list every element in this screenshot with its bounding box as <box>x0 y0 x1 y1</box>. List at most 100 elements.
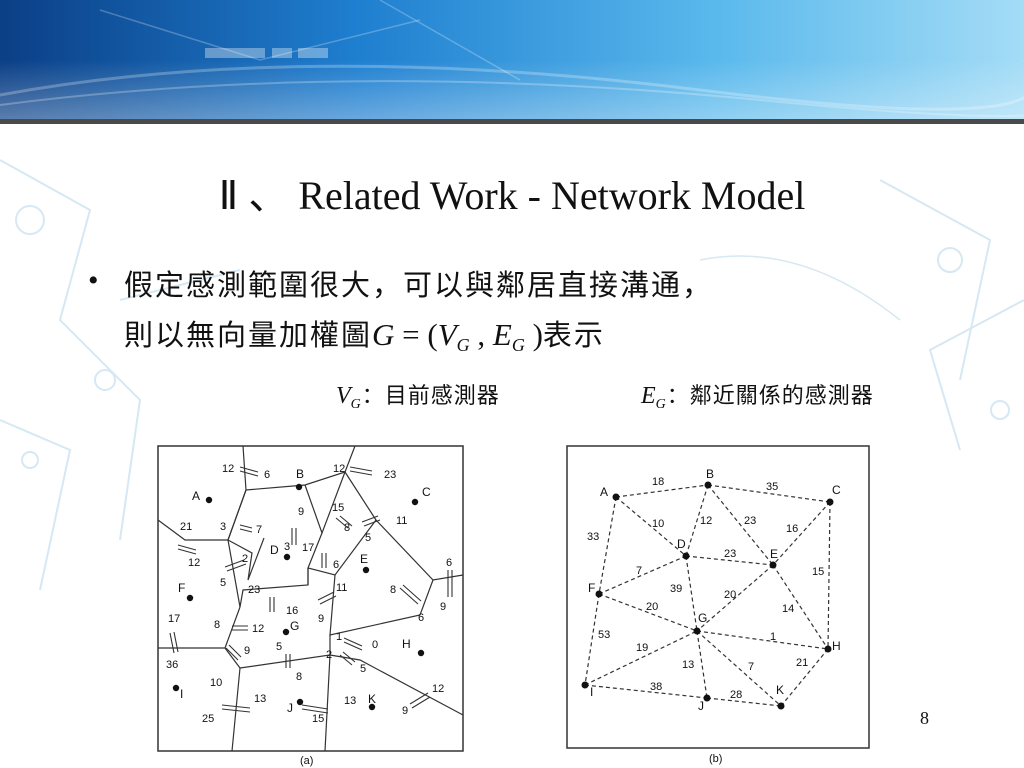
node-i-label: I <box>590 685 593 699</box>
node-f-label: F <box>588 581 595 595</box>
edge-weight: 33 <box>587 531 599 543</box>
node-b-label: B <box>706 467 714 481</box>
edge-weight: 10 <box>652 518 664 530</box>
edge-weight: 12 <box>700 515 712 527</box>
edge-weight: 39 <box>670 583 682 595</box>
edge-label: 8 <box>390 584 396 596</box>
figure-b-node-labels: A B C D E F G H I J K <box>588 467 841 713</box>
edge-weight: 35 <box>766 481 778 493</box>
edge-label: 9 <box>244 645 250 657</box>
edge-weight: 18 <box>652 476 664 488</box>
edge-label: 1 <box>336 631 342 643</box>
edge-label: 11 <box>336 582 347 594</box>
edge-label: 9 <box>402 705 408 717</box>
node-d-label: D <box>677 537 686 551</box>
figure-b-caption: (b) <box>709 753 722 765</box>
edge-weight: 7 <box>636 565 642 577</box>
edge-label: 13 <box>254 693 266 705</box>
edge-label: 12 <box>188 557 200 569</box>
edge-label: 15 <box>332 502 344 514</box>
edge-label: 6 <box>264 469 270 481</box>
edge-label: 13 <box>344 695 356 707</box>
edge-label: 23 <box>384 469 396 481</box>
edge-label: 9 <box>440 601 446 613</box>
edge-label: 36 <box>166 659 178 671</box>
edge-label: 23 <box>248 584 260 596</box>
math-close: ) <box>524 317 543 352</box>
node-b-label: B <box>296 467 304 481</box>
edge-label: 21 <box>180 521 192 533</box>
edge-label: 6 <box>446 557 452 569</box>
edge-weight: 20 <box>646 601 658 613</box>
edge-weight: 28 <box>730 689 742 701</box>
node-f-label: F <box>178 581 185 595</box>
figure-a-nodes <box>172 483 425 711</box>
node-g-label: G <box>290 619 299 633</box>
edge-label: 17 <box>302 542 314 554</box>
edge-label: 9 <box>318 613 324 625</box>
math-e-sub: G <box>511 335 525 355</box>
note-vg-sub: G <box>350 397 362 412</box>
math-eq: = ( <box>394 317 438 352</box>
math-comma: , <box>469 317 493 352</box>
figure-b-edges <box>584 484 831 707</box>
edge-weight: 7 <box>748 661 754 673</box>
note-eg-text: ：鄰近關係的感測器 <box>666 384 874 409</box>
slide-title: Ⅱ 、 Related Work - Network Model <box>218 173 806 218</box>
figure-b-frame <box>566 445 870 749</box>
note-vg-text: ：目前感測器 <box>361 384 500 409</box>
math-e: E <box>492 317 512 352</box>
bullet-line2-prefix: 則以無向量加權圖 <box>124 318 373 352</box>
note-vg-symbol: V <box>336 383 351 409</box>
figure-a-arrows <box>169 466 453 714</box>
node-a-label: A <box>600 485 608 499</box>
figure-a-node-labels: A B C D E F G H I J K <box>178 467 431 715</box>
figure-b-nodes <box>581 481 834 710</box>
edge-label: 8 <box>214 619 220 631</box>
edge-weight: 13 <box>682 659 694 671</box>
edge-label: 7 <box>256 524 262 536</box>
edge-label: 0 <box>372 639 378 651</box>
math-g: G <box>372 317 395 352</box>
note-vg: VG：目前感測器 <box>336 378 500 413</box>
edge-label: 2 <box>242 553 248 565</box>
node-i-label: I <box>180 687 183 701</box>
edge-label: 3 <box>220 521 226 533</box>
node-j-label: J <box>698 699 704 713</box>
bullet-text-line2: 則以無向量加權圖G = (VG , EG )表示 <box>124 312 605 356</box>
edge-weight: 23 <box>744 515 756 527</box>
edge-label: 17 <box>168 613 180 625</box>
figure-a-caption: (a) <box>300 755 313 767</box>
note-eg: EG：鄰近關係的感測器 <box>641 378 874 413</box>
edge-weight: 53 <box>598 629 610 641</box>
note-eg-sub: G <box>655 397 667 412</box>
edge-label: 11 <box>396 515 407 527</box>
edge-label: 6 <box>333 559 339 571</box>
edge-weight: 23 <box>724 548 736 560</box>
edge-label: 12 <box>333 463 345 475</box>
node-j-label: J <box>287 701 293 715</box>
edge-label: 12 <box>222 463 234 475</box>
node-c-label: C <box>832 483 841 497</box>
edge-weight: 16 <box>786 523 798 535</box>
math-v-sub: G <box>456 335 470 355</box>
node-k-label: K <box>776 683 784 697</box>
figure-a-borders <box>157 445 464 752</box>
edge-label: 6 <box>418 612 424 624</box>
bullet-text-line1: 假定感測範圍很大，可以與鄰居直接溝通， <box>124 268 714 302</box>
node-c-label: C <box>422 485 431 499</box>
page-number: 8 <box>920 708 929 728</box>
node-e-label: E <box>770 547 778 561</box>
edge-weight: 1 <box>770 631 776 643</box>
edge-label: 10 <box>210 677 222 689</box>
edge-weight: 20 <box>724 589 736 601</box>
edge-label: 5 <box>365 532 371 544</box>
math-v: V <box>437 317 457 352</box>
bullet-line2-suffix: 表示 <box>542 318 605 352</box>
figure-b-edge-weights: 18 35 33 10 12 23 16 7 23 39 20 15 20 14… <box>587 476 824 701</box>
background-decoration <box>0 159 1024 591</box>
edge-label: 8 <box>296 671 302 683</box>
figure-a-region-diagram: A B C D E F G H I J K 12 6 12 23 21 12 3… <box>157 445 464 767</box>
edge-label: 5 <box>220 577 226 589</box>
edge-label: 25 <box>202 713 214 725</box>
